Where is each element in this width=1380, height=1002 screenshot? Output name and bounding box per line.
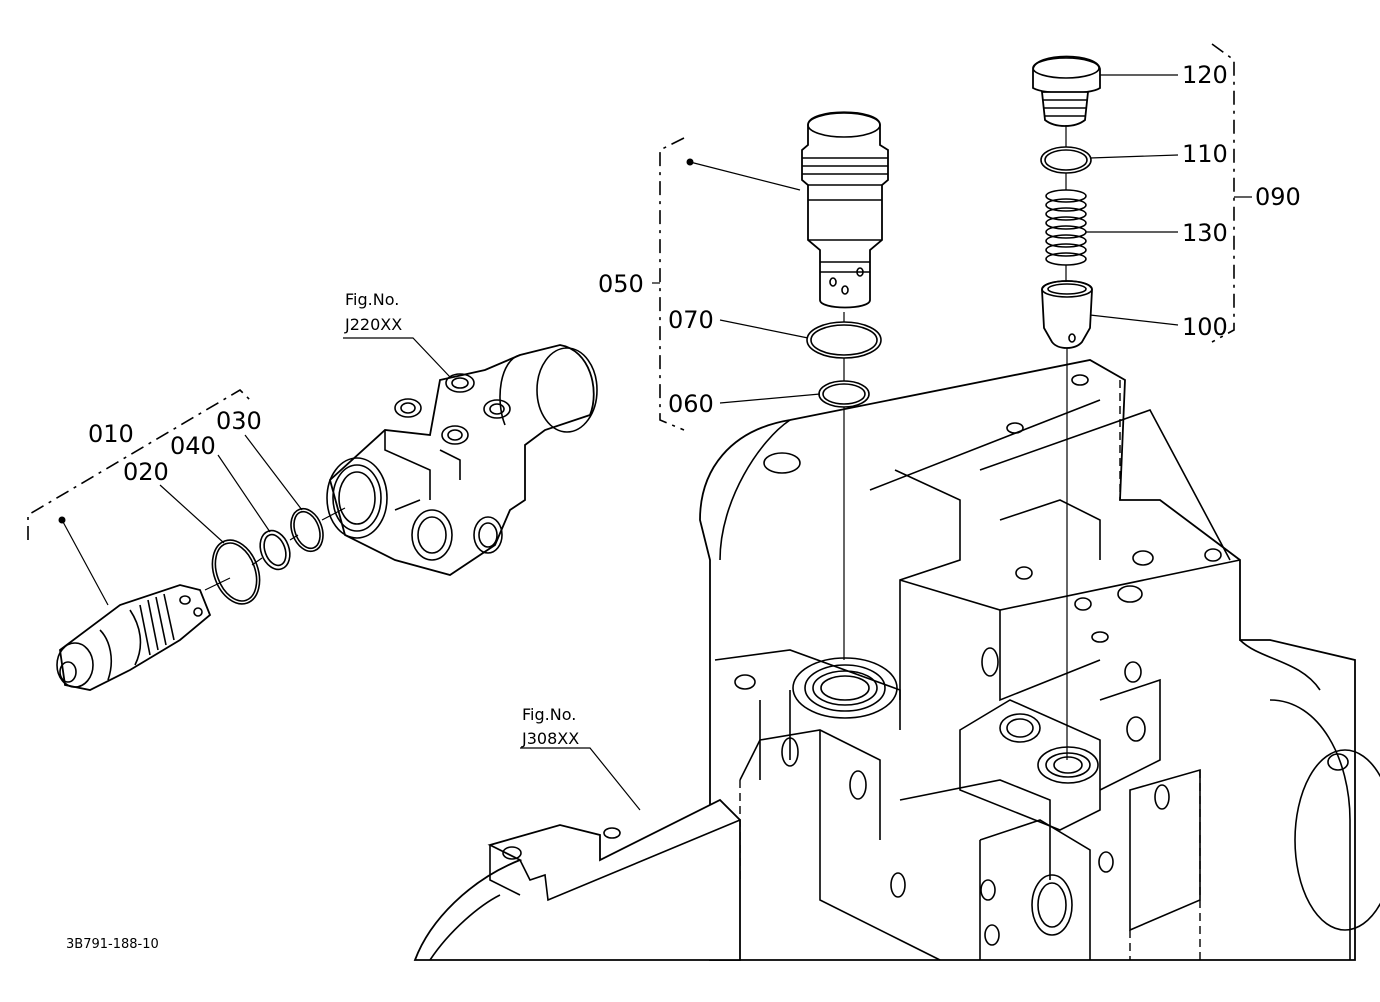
cartridge-valve-050 — [801, 111, 889, 309]
assembly-bracket-090 — [1211, 43, 1235, 343]
o-ring-020 — [211, 539, 261, 605]
leader-lines — [58, 74, 1252, 811]
o-ring-110 — [1040, 146, 1092, 174]
plug-120 — [1032, 55, 1101, 127]
callout-070: 070 — [668, 306, 714, 334]
assembly-bracket-050 — [659, 137, 685, 431]
relief-valve-cartridge-010 — [56, 584, 212, 691]
callout-030: 030 — [216, 407, 262, 435]
main-valve-housing — [699, 359, 1380, 961]
spring-130 — [1045, 189, 1087, 266]
callout-010: 010 — [88, 420, 134, 448]
backup-ring-040 — [259, 529, 291, 571]
fig-ref-upper-number: J220XX — [344, 315, 402, 334]
callout-090: 090 — [1255, 183, 1301, 211]
left-valve-body — [326, 344, 598, 576]
assembly-bracket-010 — [27, 388, 251, 540]
callout-060: 060 — [668, 390, 714, 418]
fig-ref-upper-label: Fig.No. — [345, 290, 399, 309]
lower-bracket-housing — [413, 798, 741, 961]
callout-020: 020 — [123, 458, 169, 486]
callout-100: 100 — [1182, 313, 1228, 341]
fig-ref-lower-number: J308XX — [521, 729, 579, 748]
o-ring-060 — [818, 380, 870, 408]
o-ring-030 — [290, 507, 324, 553]
callout-110: 110 — [1182, 140, 1228, 168]
callout-120: 120 — [1182, 61, 1228, 89]
o-ring-070 — [806, 321, 882, 359]
diagram-code: 3B791-188-10 — [66, 937, 159, 952]
poppet-100 — [1041, 280, 1093, 349]
fig-ref-lower-label: Fig.No. — [522, 705, 576, 724]
callout-040: 040 — [170, 432, 216, 460]
callout-130: 130 — [1182, 219, 1228, 247]
callout-050: 050 — [598, 270, 644, 298]
